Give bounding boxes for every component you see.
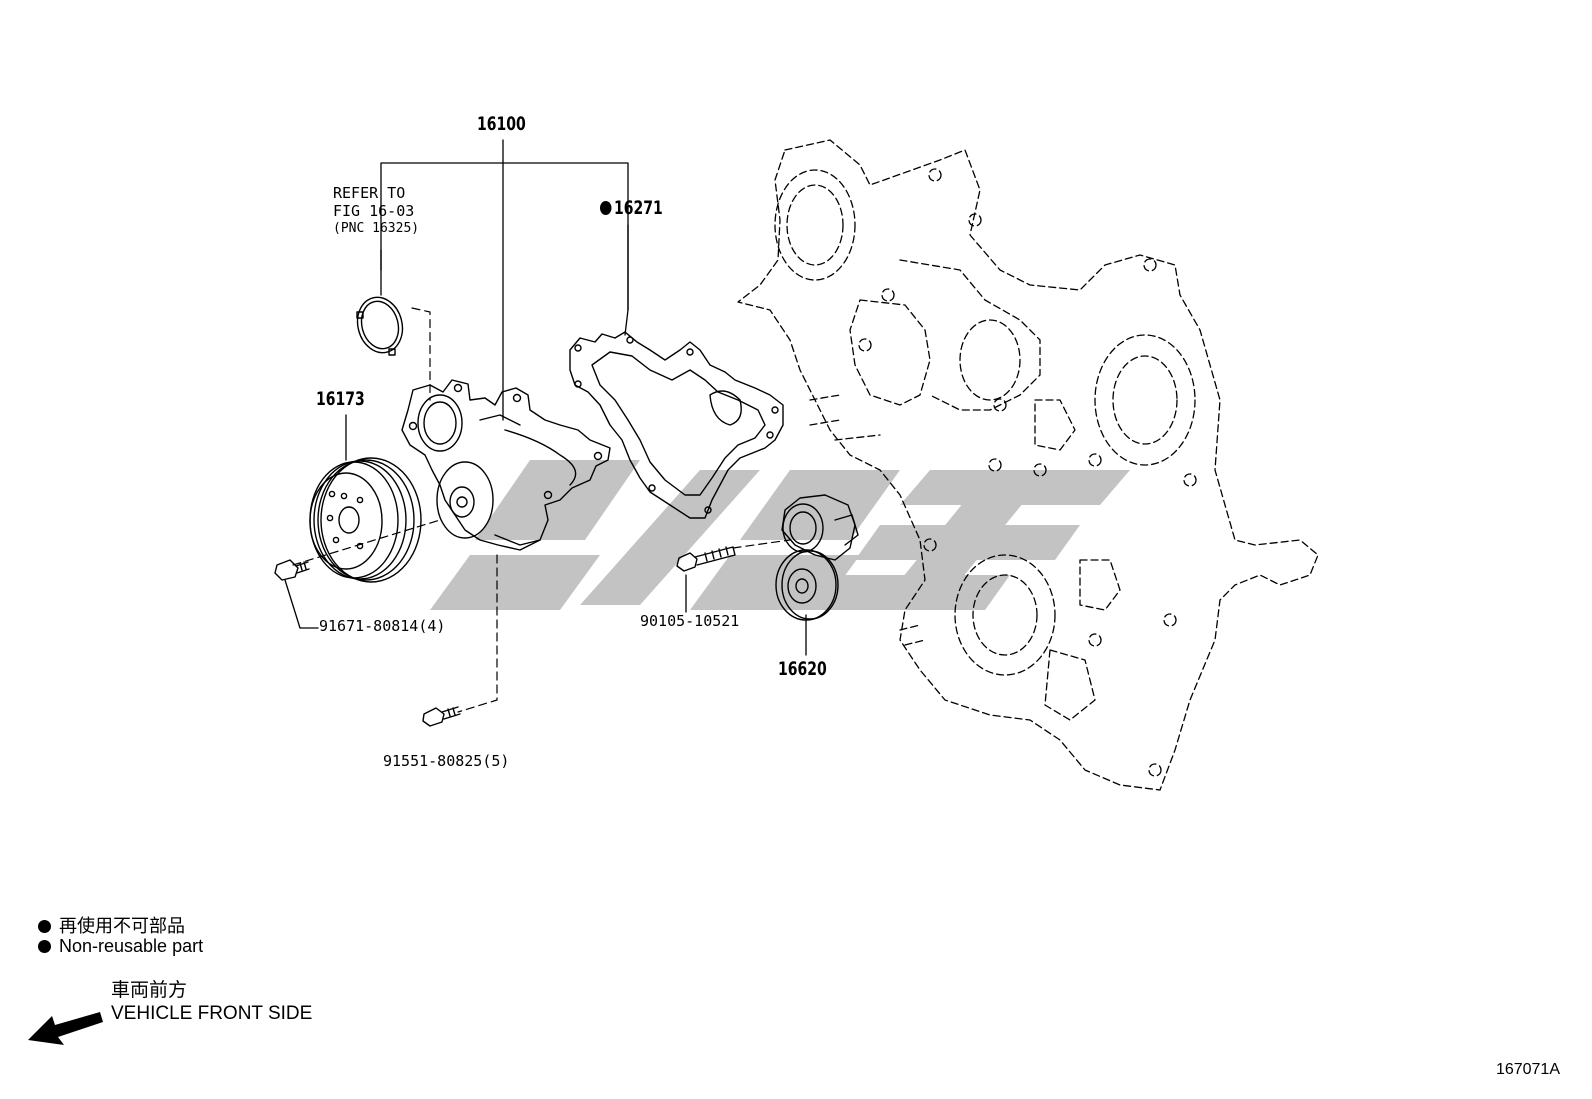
figure-number: 167071A <box>1495 1061 1560 1078</box>
dashed-lines <box>292 307 791 713</box>
legend-jp-text: 再使用不可部品 <box>59 916 185 936</box>
pump-bolt <box>422 706 461 727</box>
label-16100: 16100 <box>477 113 526 135</box>
part-number-pulley-bolt: 91671-80814(4) <box>319 617 446 635</box>
watermark-logo <box>430 460 1130 610</box>
non-reusable-dot-icon <box>600 201 612 215</box>
label-16271: 16271 <box>600 197 663 219</box>
timing-cover <box>737 139 1319 791</box>
direction-en: VEHICLE FRONT SIDE <box>111 1003 313 1024</box>
direction-jp: 車両前方 <box>111 980 188 1001</box>
gasket <box>569 331 784 519</box>
tensioner-bolt <box>676 546 736 572</box>
part-number-tensioner-bolt: 90105-10521 <box>640 612 740 630</box>
label-16271-text: 16271 <box>613 197 663 219</box>
legend-dot-icon <box>38 940 51 953</box>
label-16173: 16173 <box>316 388 365 410</box>
refer-line-3: (PNC 16325) <box>333 221 420 236</box>
part-number-pump-bolt: 91551-80825(5) <box>383 752 510 770</box>
label-16620: 16620 <box>778 658 827 680</box>
refer-line-1: REFER TO <box>333 184 406 202</box>
legend-jp: 再使用不可部品 <box>38 912 185 938</box>
leader-lines <box>284 139 807 656</box>
legend-en: Non-reusable part <box>38 936 203 957</box>
o-ring <box>356 296 404 356</box>
front-direction-arrow <box>28 1012 103 1045</box>
legend-en-text: Non-reusable part <box>59 936 204 956</box>
water-pump <box>401 379 611 551</box>
pulley <box>309 457 422 583</box>
refer-note: REFER TO FIG 16-03 (PNC 16325) <box>333 184 419 238</box>
tensioner <box>775 494 859 621</box>
legend-dot-icon <box>38 920 51 933</box>
refer-line-2: FIG 16-03 <box>333 202 415 220</box>
pulley-bolt <box>274 559 310 581</box>
